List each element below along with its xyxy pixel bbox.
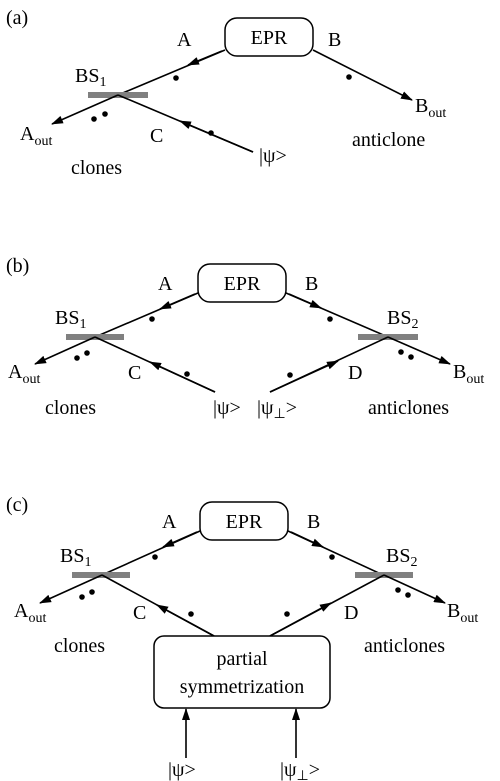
photon-dot <box>74 355 80 361</box>
epr-label: EPR <box>251 27 288 49</box>
photon-dot <box>329 554 335 560</box>
bs2-label: BS2 <box>386 545 417 570</box>
bs1-label: BS1 <box>55 307 86 332</box>
port-a-label: A <box>158 273 173 295</box>
photon-dot <box>284 611 290 617</box>
panel-a-tag: (a) <box>6 7 28 29</box>
arrow-a-out <box>34 336 96 365</box>
a-out-label: Aout <box>14 600 46 626</box>
a-out-label: Aout <box>20 123 52 149</box>
photon-dot <box>84 350 90 356</box>
photon-dot <box>287 372 293 378</box>
arrow-b-out <box>387 336 451 365</box>
photon-dot <box>405 592 411 598</box>
arrow-a <box>162 531 198 548</box>
photon-dot <box>395 587 401 593</box>
arrow-a <box>187 50 223 66</box>
port-d-label: D <box>344 602 358 624</box>
psi-input-label: |ψ> <box>168 759 196 781</box>
a-out-label: Aout <box>8 361 40 387</box>
bs1-label: BS1 <box>75 65 106 90</box>
arrow-a-out <box>51 94 119 125</box>
b-out-label: Bout <box>415 95 446 121</box>
arrow-b <box>288 293 322 309</box>
port-a-label: A <box>162 511 177 533</box>
box-line-1: partial <box>216 648 268 670</box>
port-b-label: B <box>328 29 341 51</box>
photon-dot <box>173 75 179 81</box>
arrow-c <box>149 361 216 393</box>
b-out-label: Bout <box>447 600 478 626</box>
arrow-b <box>290 531 324 548</box>
arrow-d <box>269 360 339 393</box>
epr-label: EPR <box>226 511 263 533</box>
epr-source-box <box>199 501 289 541</box>
photon-dot <box>327 316 333 322</box>
psi-perp-input-label: |ψ⊥> <box>280 759 320 781</box>
panel-a: (a) EPR A BS1 Aout C |ψ> B Bout clones a… <box>6 7 446 179</box>
arrow-d <box>269 602 332 637</box>
panel-b: (b) EPR A BS1 Aout C |ψ> B BS2 Bout <box>6 255 484 422</box>
port-c-label: C <box>128 362 141 384</box>
port-c-label: C <box>133 602 146 624</box>
photon-dot <box>346 74 352 80</box>
box-line-2: symmetrization <box>180 676 304 698</box>
epr-source-box <box>224 17 314 57</box>
panel-b-tag: (b) <box>6 255 29 277</box>
photon-dot <box>79 594 85 600</box>
photon-dot <box>408 354 414 360</box>
photon-dot <box>398 349 404 355</box>
partial-symmetrization-box <box>153 635 331 709</box>
photon-dot <box>188 611 194 617</box>
bs1-label: BS1 <box>60 545 91 570</box>
port-b-label: B <box>305 273 318 295</box>
epr-source-box <box>197 263 287 303</box>
arrow-b <box>312 49 413 101</box>
arrow-c <box>179 120 254 153</box>
epr-label: EPR <box>224 273 261 295</box>
panel-c: (c) EPR A BS1 Aout C B BS2 Bout <box>6 494 478 781</box>
clones-caption: clones <box>45 397 96 419</box>
psi-input-label: |ψ> <box>259 145 287 167</box>
psi-perp-input-label: |ψ⊥> <box>257 397 297 422</box>
anticlone-caption: anticlone <box>352 129 425 151</box>
anticlones-caption: anticlones <box>368 397 449 419</box>
photon-dot <box>208 130 214 136</box>
port-a-label: A <box>177 29 192 51</box>
panel-c-tag: (c) <box>6 494 28 516</box>
photon-dot <box>102 111 108 117</box>
bs2-label: BS2 <box>387 307 418 332</box>
arrow-b-out <box>383 574 446 604</box>
photon-dot <box>149 316 155 322</box>
photon-dot <box>184 371 190 377</box>
photon-dot <box>91 116 97 122</box>
anticlones-caption: anticlones <box>364 635 445 657</box>
arrow-a-out <box>39 574 103 604</box>
clones-caption: clones <box>71 157 122 179</box>
photon-dot <box>89 589 95 595</box>
clones-caption: clones <box>54 635 105 657</box>
port-d-label: D <box>348 362 362 384</box>
b-out-label: Bout <box>453 361 484 387</box>
photon-dot <box>152 554 158 560</box>
arrow-c <box>156 604 215 637</box>
port-b-label: B <box>307 511 320 533</box>
arrow-a <box>159 293 196 310</box>
psi-input-label: |ψ> <box>213 397 241 419</box>
port-c-label: C <box>150 125 163 147</box>
